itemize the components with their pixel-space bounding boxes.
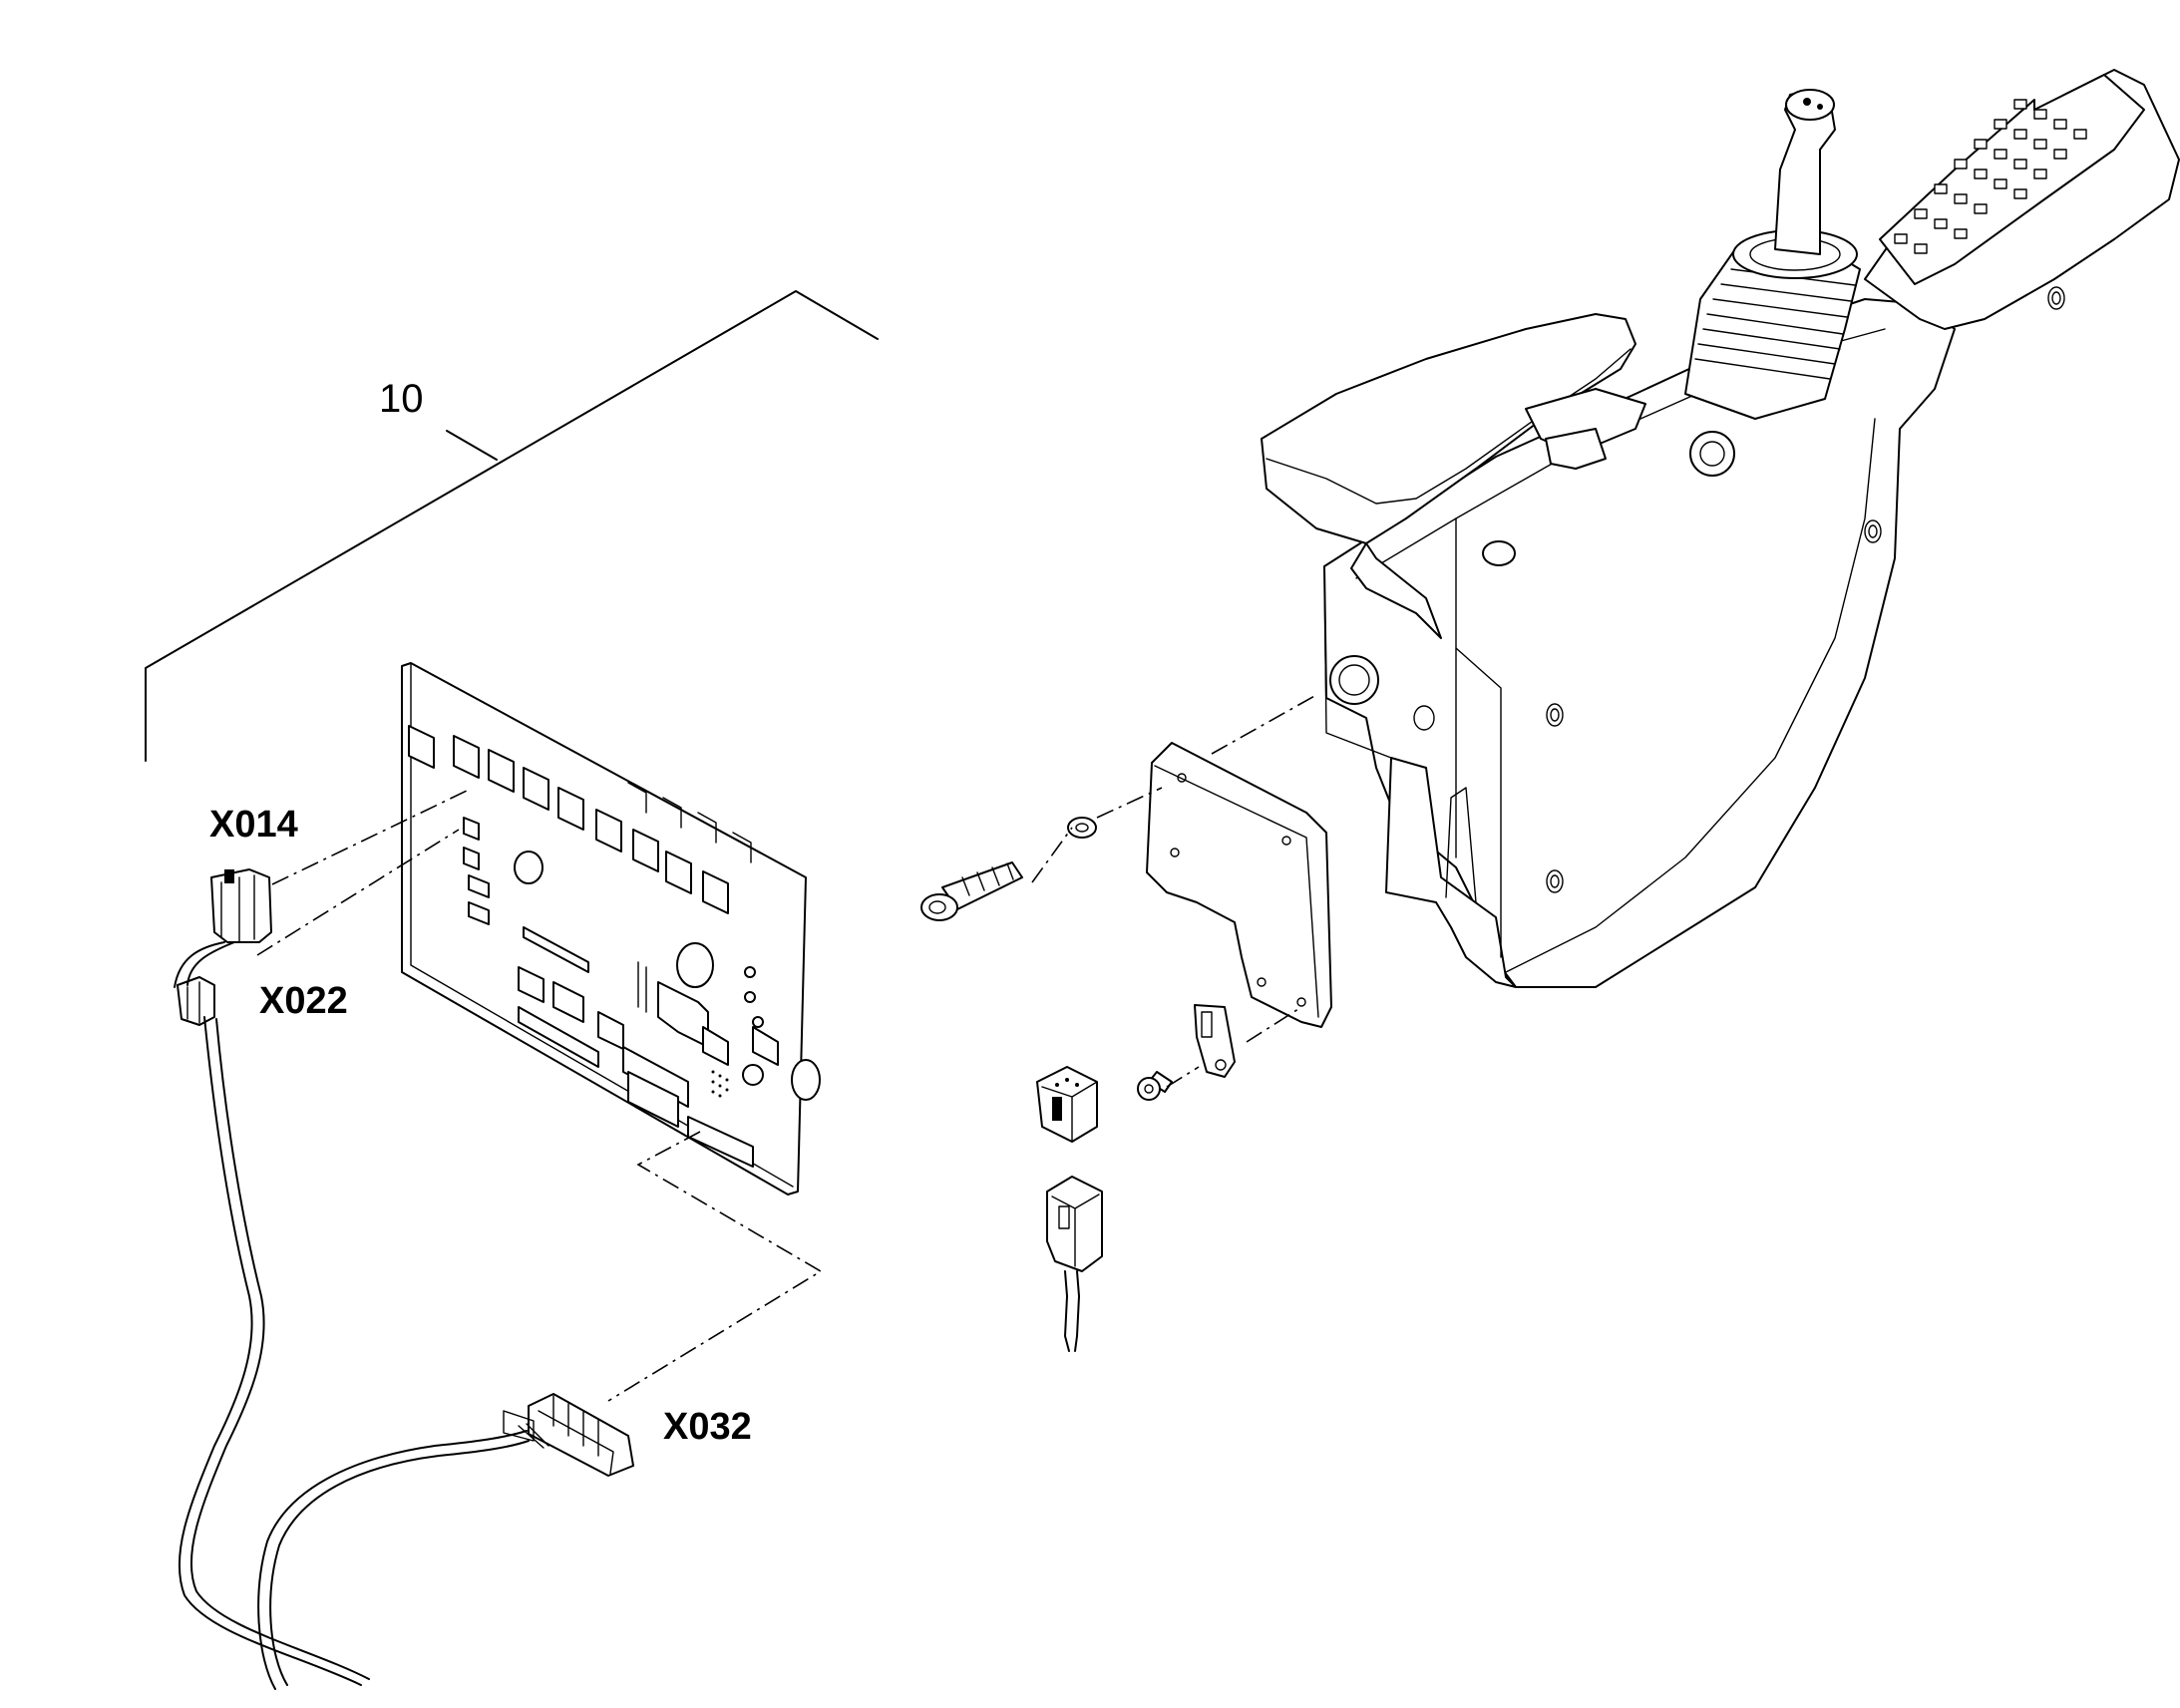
pcb-top-connectors: [408, 725, 752, 914]
cover-plate: [1146, 742, 1332, 1028]
relay: [1036, 1066, 1098, 1143]
connector-x022: [177, 976, 215, 1026]
fuse-clip: [1194, 1004, 1236, 1078]
connector-x032: [503, 1393, 634, 1477]
assembly-guide-lines: [256, 694, 1317, 1402]
assembly-bracket: [145, 290, 879, 762]
armrest-pad: [1261, 313, 1735, 639]
wiring-harness: [174, 868, 634, 1690]
plug-connector: [1046, 1176, 1103, 1352]
keypad-module: [1864, 69, 2180, 330]
small-screw: [1137, 1071, 1173, 1101]
circuit-board: [401, 662, 821, 1196]
washer: [1067, 817, 1097, 839]
connector-x014: [210, 868, 272, 943]
pcb-dot-matrix: [711, 1070, 729, 1098]
assembly-reference-number: 10: [379, 377, 424, 421]
armrest-console: [1323, 286, 2065, 988]
cap-screw: [920, 861, 1023, 921]
connector-label-x022: X022: [259, 980, 348, 1022]
connector-label-x014: X014: [209, 804, 298, 846]
joystick: [1684, 89, 1861, 420]
keypad-buttons: [1894, 99, 2087, 254]
connector-label-x032: X032: [663, 1406, 752, 1448]
